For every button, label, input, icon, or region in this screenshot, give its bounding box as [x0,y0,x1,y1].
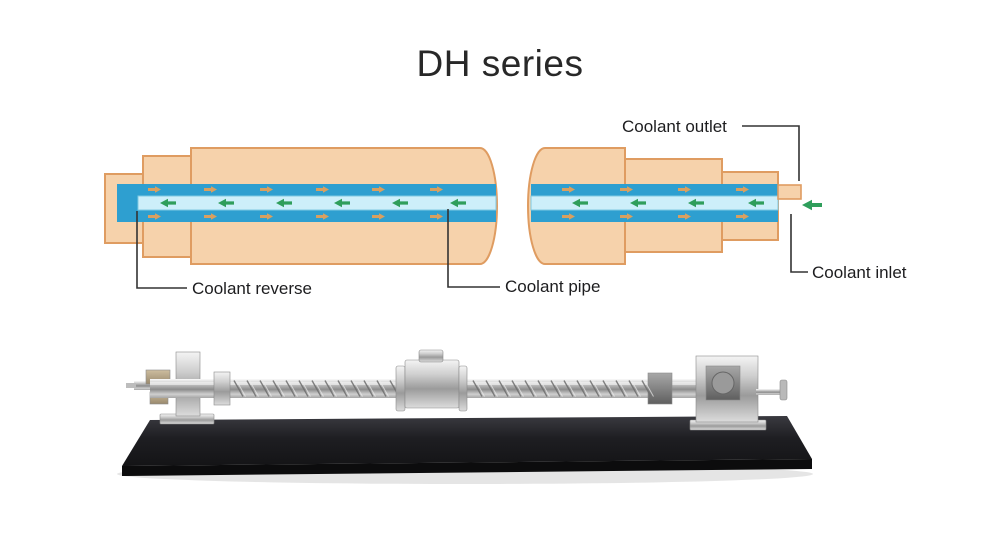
leader-reverse [136,211,187,289]
leader-lines [136,125,808,289]
base-plate-top [122,416,812,466]
cross-section-left [104,147,498,265]
base-plate-edge [122,459,812,476]
coolant-outlet-stub [777,184,802,200]
machine-photo [117,349,813,484]
right-bearing-block [689,355,788,431]
coolant-inner-pipe-left [137,195,497,211]
cross-section-diagram [104,125,822,289]
leader-pipe [447,209,500,288]
label-coolant-pipe: Coolant pipe [505,277,601,296]
label-coolant-outlet: Coolant outlet [622,117,727,136]
leader-outlet [742,125,800,181]
coolant-inner-pipe-right [530,195,779,211]
flow-arrow-green-icon [802,199,822,211]
page-title: DH series [416,42,584,84]
label-coolant-reverse: Coolant reverse [192,279,313,298]
label-coolant-inlet: Coolant inlet [812,263,907,282]
end-handle [756,389,784,395]
shaft-coupling [647,372,673,405]
leader-inlet [790,214,808,273]
shaft-collar [213,371,231,406]
cross-section-right [527,147,802,265]
screw-grooves [233,380,654,397]
center-nut-block [395,349,468,412]
